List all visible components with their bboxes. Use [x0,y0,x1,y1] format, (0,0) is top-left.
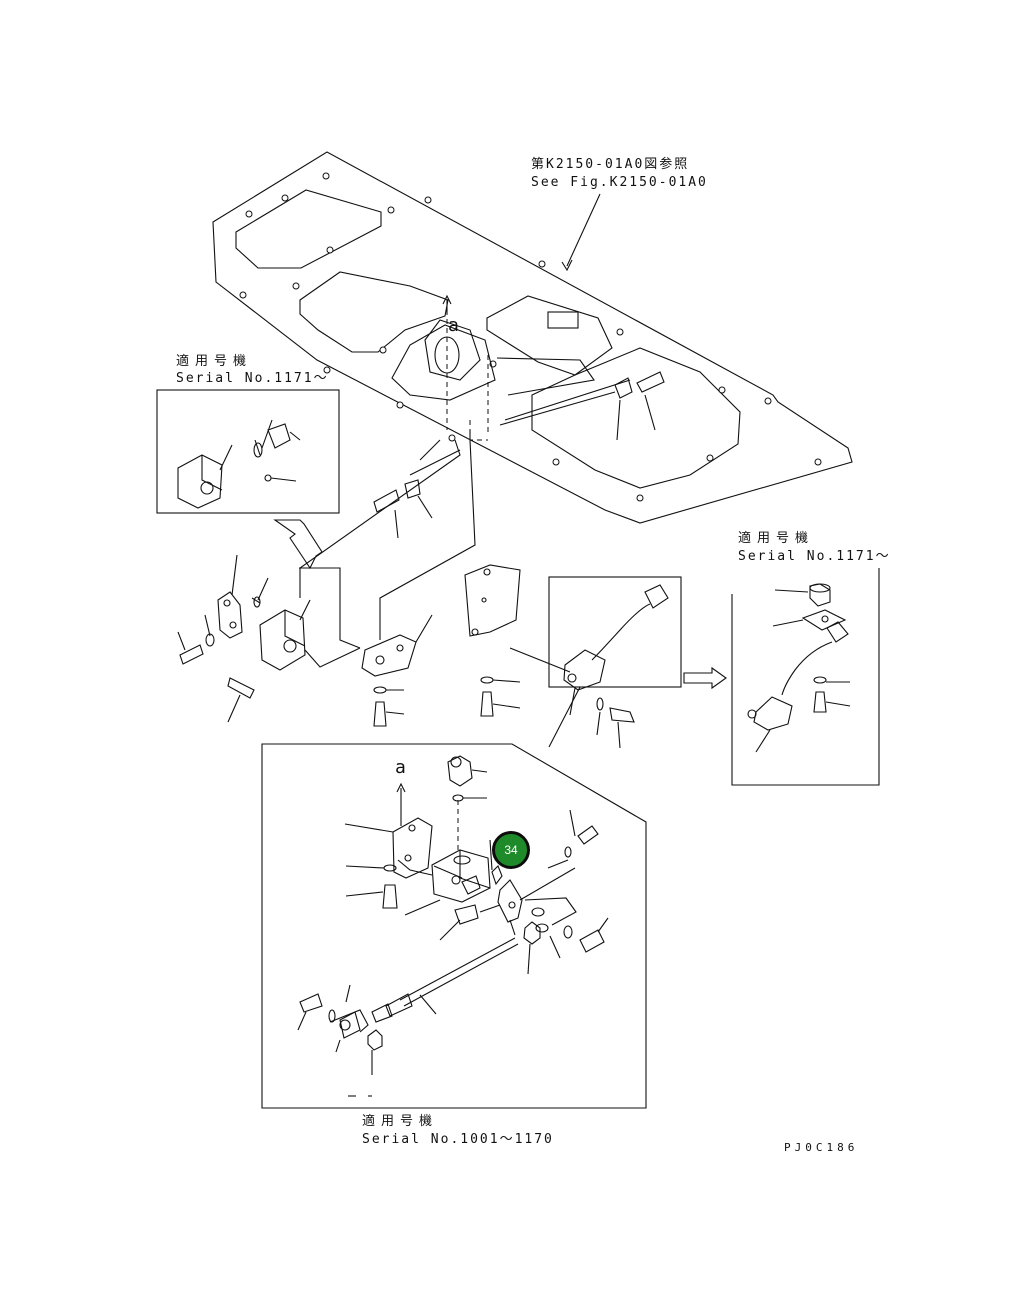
callout-badge[interactable]: 34 [492,831,530,869]
reference-leader [561,193,601,272]
bolt-pair-center [373,479,433,539]
view-label-a-bottom: a [395,757,408,778]
bottom-inset [261,743,647,1109]
plate-leaders [299,379,631,640]
bottom-inset-serial-en: Serial No.1001～1170 [362,1132,554,1147]
right-inset-serial-en: Serial No.1171～ [738,549,891,564]
right-inset [731,568,880,786]
left-inset-serial-jp: 適用号機 [176,354,253,369]
view-label-a-top: a [448,315,461,336]
center-right-plate [464,564,521,717]
left-inset-serial-en: Serial No.1171～ [176,371,329,386]
left-middle-assembly [177,554,361,723]
reference-note-en: See Fig.K2150-01A0 [531,175,708,190]
arrow-to-left-inset [273,519,323,570]
left-inset [156,389,340,514]
sensor-inset [509,576,682,749]
plate-bracket [391,294,595,441]
arrow-to-right-inset [683,666,727,690]
reference-note-jp: 第K2150-01A0図参照 [531,157,690,172]
right-inset-serial-jp: 適用号機 [738,531,815,546]
center-bracket [361,614,433,727]
bolt-pair-right [614,371,665,441]
bottom-inset-serial-jp: 適用号機 [362,1114,439,1129]
main-plate [212,151,853,524]
drawing-code: PJ0C186 [784,1141,859,1154]
